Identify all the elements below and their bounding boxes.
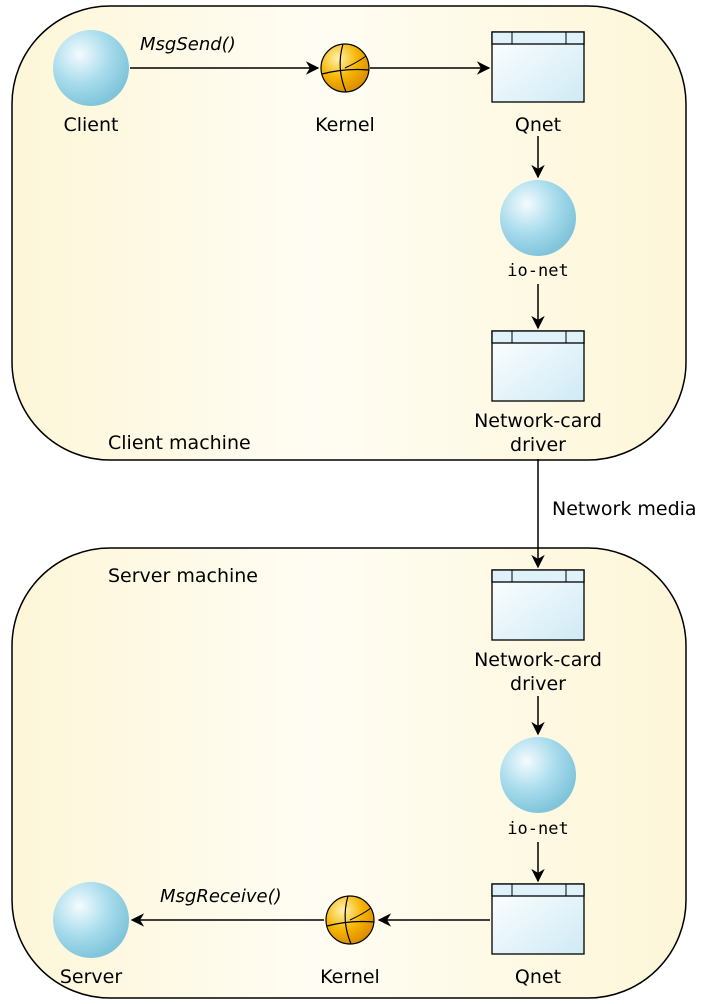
server-network-card-driver: Network-card driver <box>474 569 602 695</box>
kernel-globe-icon <box>320 43 370 93</box>
client-kernel: Kernel <box>315 43 375 136</box>
msgreceive-label: MsgReceive() <box>160 886 282 907</box>
module-window-icon <box>491 330 585 402</box>
sphere-icon <box>53 30 129 106</box>
server-driver-label-line2: driver <box>510 673 566 695</box>
server-qnet: Qnet <box>491 883 585 988</box>
kernel-globe-icon <box>325 895 375 945</box>
client-machine-label: Client machine <box>108 432 251 454</box>
server-driver-label-line1: Network-card <box>474 649 602 671</box>
module-window-icon <box>491 31 585 103</box>
client-driver-label-line1: Network-card <box>474 410 602 432</box>
client-process: Client <box>53 30 129 136</box>
server-io-net: io-net <box>500 737 576 839</box>
client-io-net-label: io-net <box>507 261 568 281</box>
client-label: Client <box>63 114 118 136</box>
client-qnet-label: Qnet <box>515 114 561 136</box>
msgsend-label: MsgSend() <box>140 34 236 55</box>
server-kernel-label: Kernel <box>320 966 380 988</box>
client-kernel-label: Kernel <box>315 114 375 136</box>
sphere-icon <box>500 180 576 256</box>
server-qnet-label: Qnet <box>515 966 561 988</box>
server-label: Server <box>60 966 122 988</box>
client-network-card-driver: Network-card driver <box>474 330 602 456</box>
server-kernel: Kernel <box>320 895 380 988</box>
client-io-net: io-net <box>500 180 576 281</box>
client-qnet: Qnet <box>491 31 585 136</box>
server-process: Server <box>53 882 129 988</box>
module-window-icon <box>491 569 585 641</box>
client-driver-label-line2: driver <box>510 434 566 456</box>
server-io-net-label: io-net <box>507 819 568 839</box>
module-window-icon <box>491 883 585 955</box>
server-machine-label: Server machine <box>108 565 258 587</box>
sphere-icon <box>53 882 129 958</box>
sphere-icon <box>500 737 576 813</box>
network-media-label: Network media <box>552 498 697 520</box>
